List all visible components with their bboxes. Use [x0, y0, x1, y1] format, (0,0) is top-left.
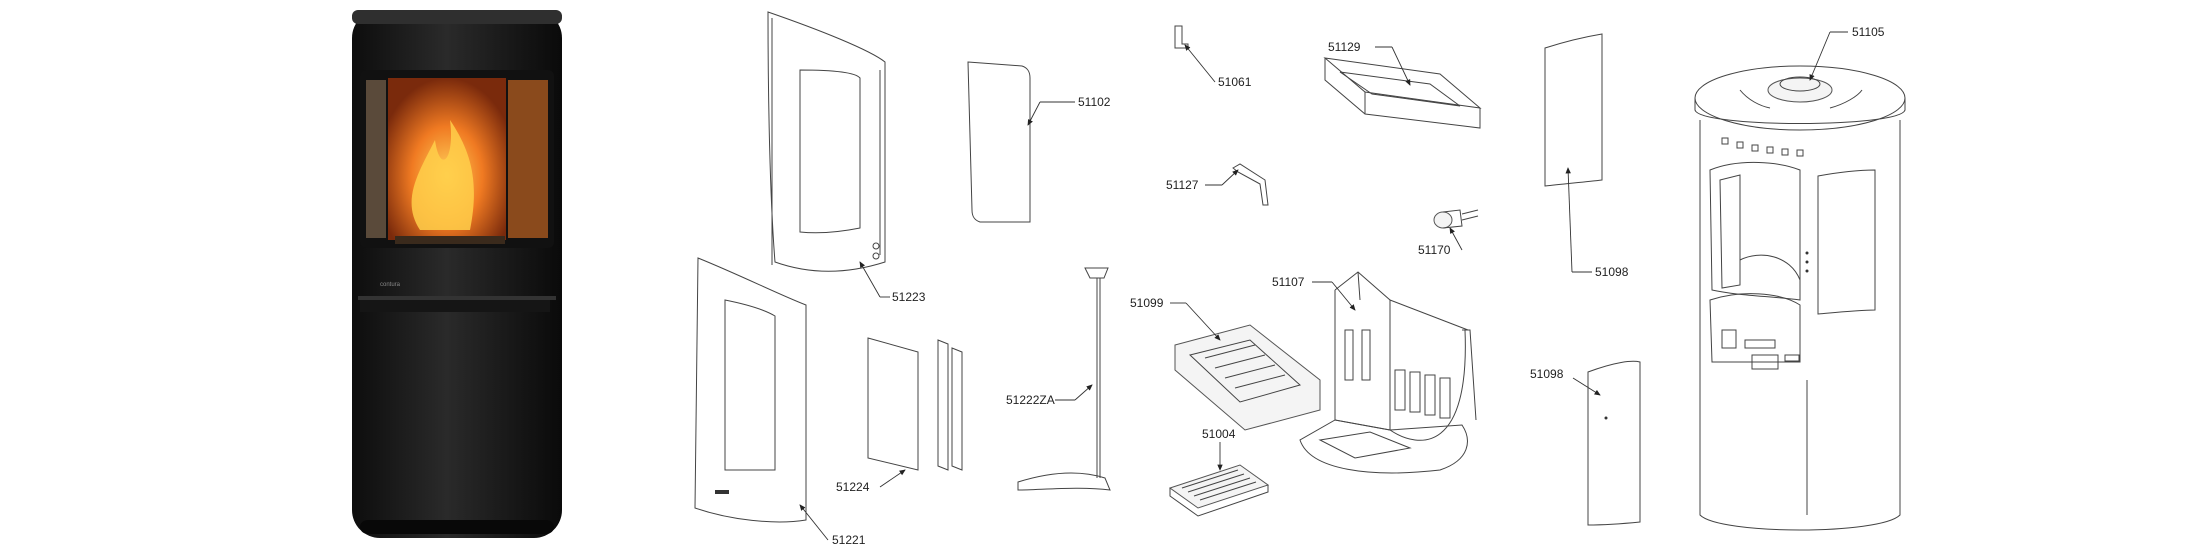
- part-51098-side-panel-bottom: [1587, 360, 1641, 526]
- part-51105-stove-body: [1694, 65, 1906, 531]
- label-51098-bottom: 51098: [1530, 367, 1564, 381]
- part-51221-front-panel: [694, 257, 807, 523]
- part-51098-side-glass-top: [1544, 33, 1603, 187]
- label-51224: 51224: [836, 480, 870, 494]
- part-51222ZA-rod: [1017, 267, 1111, 491]
- part-51224-glass: [867, 337, 963, 471]
- label-51222ZA: 51222ZA: [1006, 393, 1055, 407]
- label-51098-top: 51098: [1595, 265, 1629, 279]
- label-51129: 51129: [1328, 40, 1361, 54]
- label-51221: 51221: [832, 533, 866, 547]
- part-51004-ashgrate: [1168, 464, 1270, 517]
- part-51102-glass: [967, 61, 1031, 223]
- label-51107: 51107: [1272, 275, 1305, 289]
- label-51102: 51102: [1078, 95, 1111, 109]
- label-51170: 51170: [1418, 243, 1451, 257]
- part-51170-knob: [1433, 209, 1479, 229]
- label-51099: 51099: [1130, 296, 1164, 310]
- label-51127: 51127: [1166, 178, 1199, 192]
- part-51129-tray: [1323, 57, 1482, 129]
- part-51099-grate: [1174, 324, 1321, 431]
- label-51061: 51061: [1218, 75, 1252, 89]
- label-51105: 51105: [1852, 25, 1885, 39]
- label-51004: 51004: [1202, 427, 1236, 441]
- part-51107-firebox: [1299, 271, 1477, 474]
- part-51061-clip: [1174, 25, 1189, 49]
- label-51223: 51223: [892, 290, 926, 304]
- part-51223-door: [767, 11, 886, 272]
- stove-photo: contura: [352, 10, 562, 538]
- svg-text:contura: contura: [380, 282, 401, 288]
- part-51127-tool: [1232, 163, 1269, 206]
